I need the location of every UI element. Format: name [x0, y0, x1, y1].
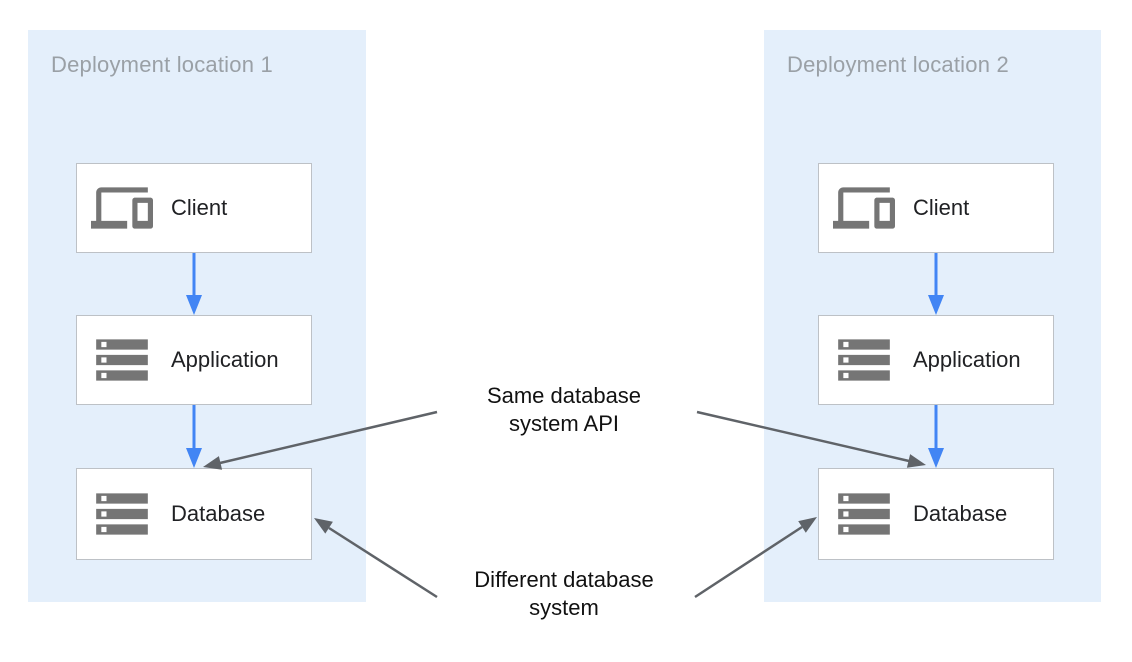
node-label: Application: [913, 347, 1021, 372]
annotation-line: system API: [508, 411, 620, 436]
panel-1-title: Deployment location 1: [51, 52, 273, 77]
node-client-location-1: Client: [76, 163, 312, 253]
annotation-line: Same database: [486, 383, 642, 408]
annotation-line: system: [529, 595, 599, 620]
devices-icon: [833, 177, 895, 239]
node-application-location-1: Application: [76, 315, 312, 405]
storage-icon: [833, 483, 895, 545]
storage-icon: [833, 329, 895, 391]
annotation-different-database: Different database system: [454, 566, 674, 622]
node-database-location-2: Database: [818, 468, 1054, 560]
annotation-same-database-api: Same database system API: [464, 382, 664, 438]
node-client-location-2: Client: [818, 163, 1054, 253]
node-label: Database: [171, 501, 266, 526]
node-label: Client: [913, 195, 970, 220]
node-label: Database: [913, 501, 1008, 526]
devices-icon: [91, 177, 153, 239]
panel-2-title: Deployment location 2: [787, 52, 1009, 77]
annotation-line: Different database: [474, 567, 654, 592]
storage-icon: [91, 329, 153, 391]
node-label: Client: [171, 195, 228, 220]
storage-icon: [91, 483, 153, 545]
node-application-location-2: Application: [818, 315, 1054, 405]
node-label: Application: [171, 347, 279, 372]
node-database-location-1: Database: [76, 468, 312, 560]
